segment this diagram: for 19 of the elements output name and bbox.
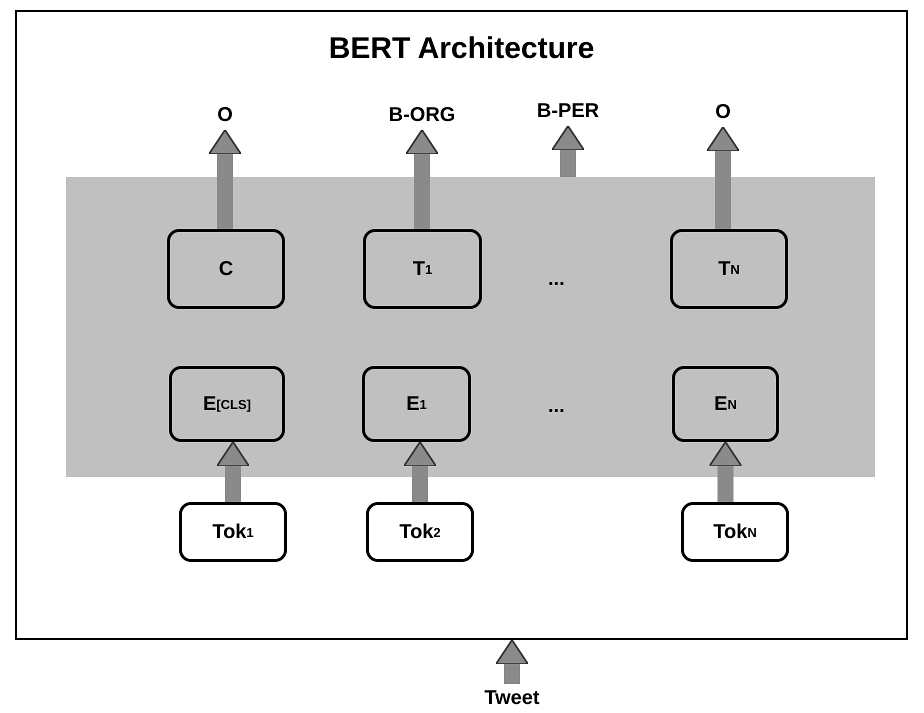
block-arrow: [220, 441, 246, 502]
layer-box: C: [167, 229, 285, 309]
block-arrow: [712, 441, 738, 502]
tag-label: O: [195, 100, 255, 130]
tag-label: O: [693, 97, 753, 127]
input-label: Tweet: [470, 684, 554, 712]
frame-label: BERT Architecture: [328, 32, 596, 66]
block-arrow: [710, 126, 736, 229]
tag-label: B-PER: [528, 96, 608, 126]
block-arrow: [555, 125, 581, 177]
block-arrow: [212, 129, 238, 229]
block-arrow: [499, 639, 525, 684]
block-arrow: [409, 129, 435, 229]
tag-label: B-ORG: [382, 100, 462, 130]
ellipsis-text: ...: [548, 268, 565, 291]
block-arrow: [407, 441, 433, 502]
encoder-layer-band: [66, 177, 875, 477]
ellipsis-text: ...: [548, 395, 565, 418]
architecture-frame: [15, 10, 908, 640]
